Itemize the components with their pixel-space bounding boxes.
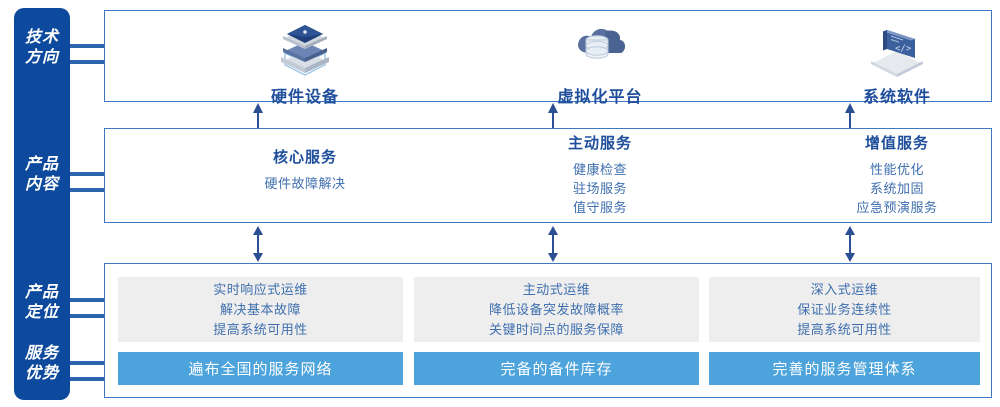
arrow-updown-left [253, 226, 263, 262]
content-card-line: 应急预演服务 [856, 200, 938, 215]
positioning-box-1[interactable]: 实时响应式运维 解决基本故障 提高系统可用性 [118, 277, 403, 342]
connector-rail-position-top [70, 298, 106, 302]
arrow-up-hardware [253, 103, 263, 129]
advantage-bar-2[interactable]: 完备的备件库存 [414, 352, 699, 385]
connector-rail-position-bottom [70, 314, 106, 318]
positioning-line: 提高系统可用性 [797, 321, 892, 337]
connector-rail-advantage-bottom [70, 377, 106, 381]
content-card-head: 核心服务 [272, 149, 337, 166]
connector-rail-advantage-top [70, 361, 106, 365]
content-card-line: 硬件故障解决 [264, 176, 346, 191]
positioning-line: 关键时间点的服务保障 [488, 321, 624, 337]
connector-rail-content-top [70, 172, 106, 176]
product-content-panel: 核心服务 硬件故障解决 主动服务 健康检查 驻场服务 值守服务 增值服务 性能优… [104, 128, 992, 223]
tech-direction-panel: 硬件设备 虚拟化平台 [104, 10, 992, 106]
connector-rail-tech-top [70, 44, 106, 48]
arrow-up-virtualization [548, 103, 558, 129]
advantage-bar-3[interactable]: 完善的服务管理体系 [709, 352, 980, 385]
content-card-line: 健康检查 [572, 162, 627, 177]
tech-card-title: 系统软件 [862, 89, 931, 106]
tech-card-system-software[interactable]: </> 系统软件 [817, 21, 977, 107]
content-card-core-service[interactable]: 核心服务 硬件故障解决 [210, 146, 400, 193]
content-card-line: 驻场服务 [572, 181, 627, 196]
arrow-updown-center [548, 226, 558, 262]
positioning-advantage-panel: 实时响应式运维 解决基本故障 提高系统可用性 主动式运维 降低设备突发故障概率 … [104, 263, 992, 398]
content-card-line: 值守服务 [572, 200, 627, 215]
tech-card-virtualization[interactable]: 虚拟化平台 [520, 21, 680, 107]
rail-item-product-position: 产品 定位 [14, 283, 70, 323]
positioning-line: 主动式运维 [522, 281, 591, 297]
content-card-proactive-service[interactable]: 主动服务 健康检查 驻场服务 值守服务 [505, 132, 695, 217]
rail-label-line1: 技术 [24, 29, 59, 46]
stacked-server-icon [273, 21, 337, 79]
positioning-line: 实时响应式运维 [213, 281, 308, 297]
positioning-box-2[interactable]: 主动式运维 降低设备突发故障概率 关键时间点的服务保障 [414, 277, 699, 342]
rail-label-line2: 优势 [24, 365, 59, 382]
laptop-code-icon: </> [865, 21, 929, 79]
content-card-head: 主动服务 [567, 135, 632, 152]
rail-label-line2: 定位 [24, 304, 59, 321]
content-card-line: 系统加固 [869, 181, 924, 196]
connector-rail-content-bottom [70, 188, 106, 192]
rail-label-line1: 服务 [24, 345, 59, 362]
tech-card-hardware[interactable]: 硬件设备 [225, 21, 385, 107]
content-card-line: 性能优化 [869, 162, 924, 177]
rail-item-product-content: 产品 内容 [14, 155, 70, 195]
content-card-value-added-service[interactable]: 增值服务 性能优化 系统加固 应急预演服务 [802, 132, 992, 217]
positioning-line: 降低设备突发故障概率 [488, 301, 624, 317]
connector-rail-tech-bottom [70, 60, 106, 64]
positioning-line: 解决基本故障 [219, 301, 301, 317]
rail-item-tech-direction: 技术 方向 [14, 28, 70, 68]
tech-card-title: 硬件设备 [270, 89, 339, 106]
positioning-box-3[interactable]: 深入式运维 保证业务连续性 提高系统可用性 [709, 277, 980, 342]
rail-label-line1: 产品 [24, 156, 59, 173]
advantage-bar-1[interactable]: 遍布全国的服务网络 [118, 352, 403, 385]
positioning-line: 深入式运维 [810, 281, 879, 297]
rail-label-line1: 产品 [24, 284, 59, 301]
category-rail [14, 8, 70, 400]
tech-card-title: 虚拟化平台 [557, 89, 643, 106]
rail-label-line2: 内容 [24, 176, 59, 193]
rail-label-line2: 方向 [24, 49, 59, 66]
arrow-up-system-software [845, 103, 855, 129]
content-card-head: 增值服务 [864, 135, 929, 152]
positioning-line: 保证业务连续性 [797, 301, 892, 317]
positioning-line: 提高系统可用性 [213, 321, 308, 337]
arrow-updown-right [845, 226, 855, 262]
cloud-database-icon [568, 21, 632, 79]
svg-text:</>: </> [895, 44, 912, 54]
rail-item-service-advantage: 服务 优势 [14, 344, 70, 384]
